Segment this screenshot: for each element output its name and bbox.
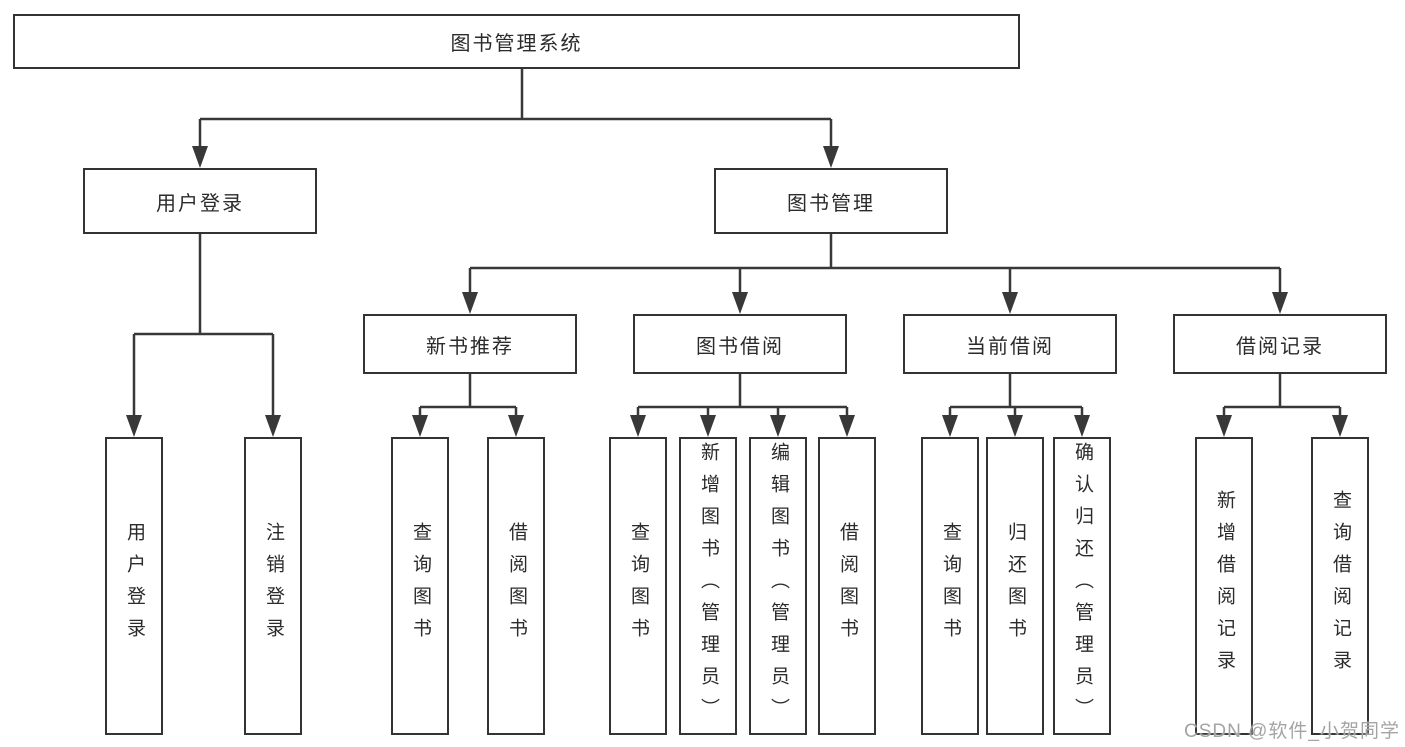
- leaf-query-books-recommend: 查询图书: [391, 437, 449, 735]
- leaf-edit-books-admin: 编辑图书（管理员）: [749, 437, 807, 735]
- node-book-management: 图书管理: [714, 168, 948, 234]
- node-root-library-system: 图书管理系统: [13, 14, 1020, 69]
- leaf-add-books-admin: 新增图书（管理员）: [679, 437, 737, 735]
- leaf-confirm-return-admin: 确认归还（管理员）: [1053, 437, 1111, 735]
- node-borrowing-records: 借阅记录: [1173, 314, 1387, 374]
- leaf-query-books-current: 查询图书: [921, 437, 979, 735]
- leaf-user-login: 用户登录: [105, 437, 163, 735]
- csdn-watermark: CSDN @软件_小贺同学: [1184, 721, 1400, 742]
- leaf-return-books: 归还图书: [986, 437, 1044, 735]
- leaf-borrow-books: 借阅图书: [818, 437, 876, 735]
- leaf-logout: 注销登录: [244, 437, 302, 735]
- leaf-query-borrow-record: 查询借阅记录: [1311, 437, 1369, 735]
- node-book-borrowing: 图书借阅: [633, 314, 847, 374]
- node-user-login: 用户登录: [83, 168, 317, 234]
- leaf-query-books-borrow: 查询图书: [609, 437, 667, 735]
- leaf-borrow-books-recommend: 借阅图书: [487, 437, 545, 735]
- leaf-add-borrow-record: 新增借阅记录: [1195, 437, 1253, 735]
- node-new-book-recommendation: 新书推荐: [363, 314, 577, 374]
- node-current-borrowing: 当前借阅: [903, 314, 1117, 374]
